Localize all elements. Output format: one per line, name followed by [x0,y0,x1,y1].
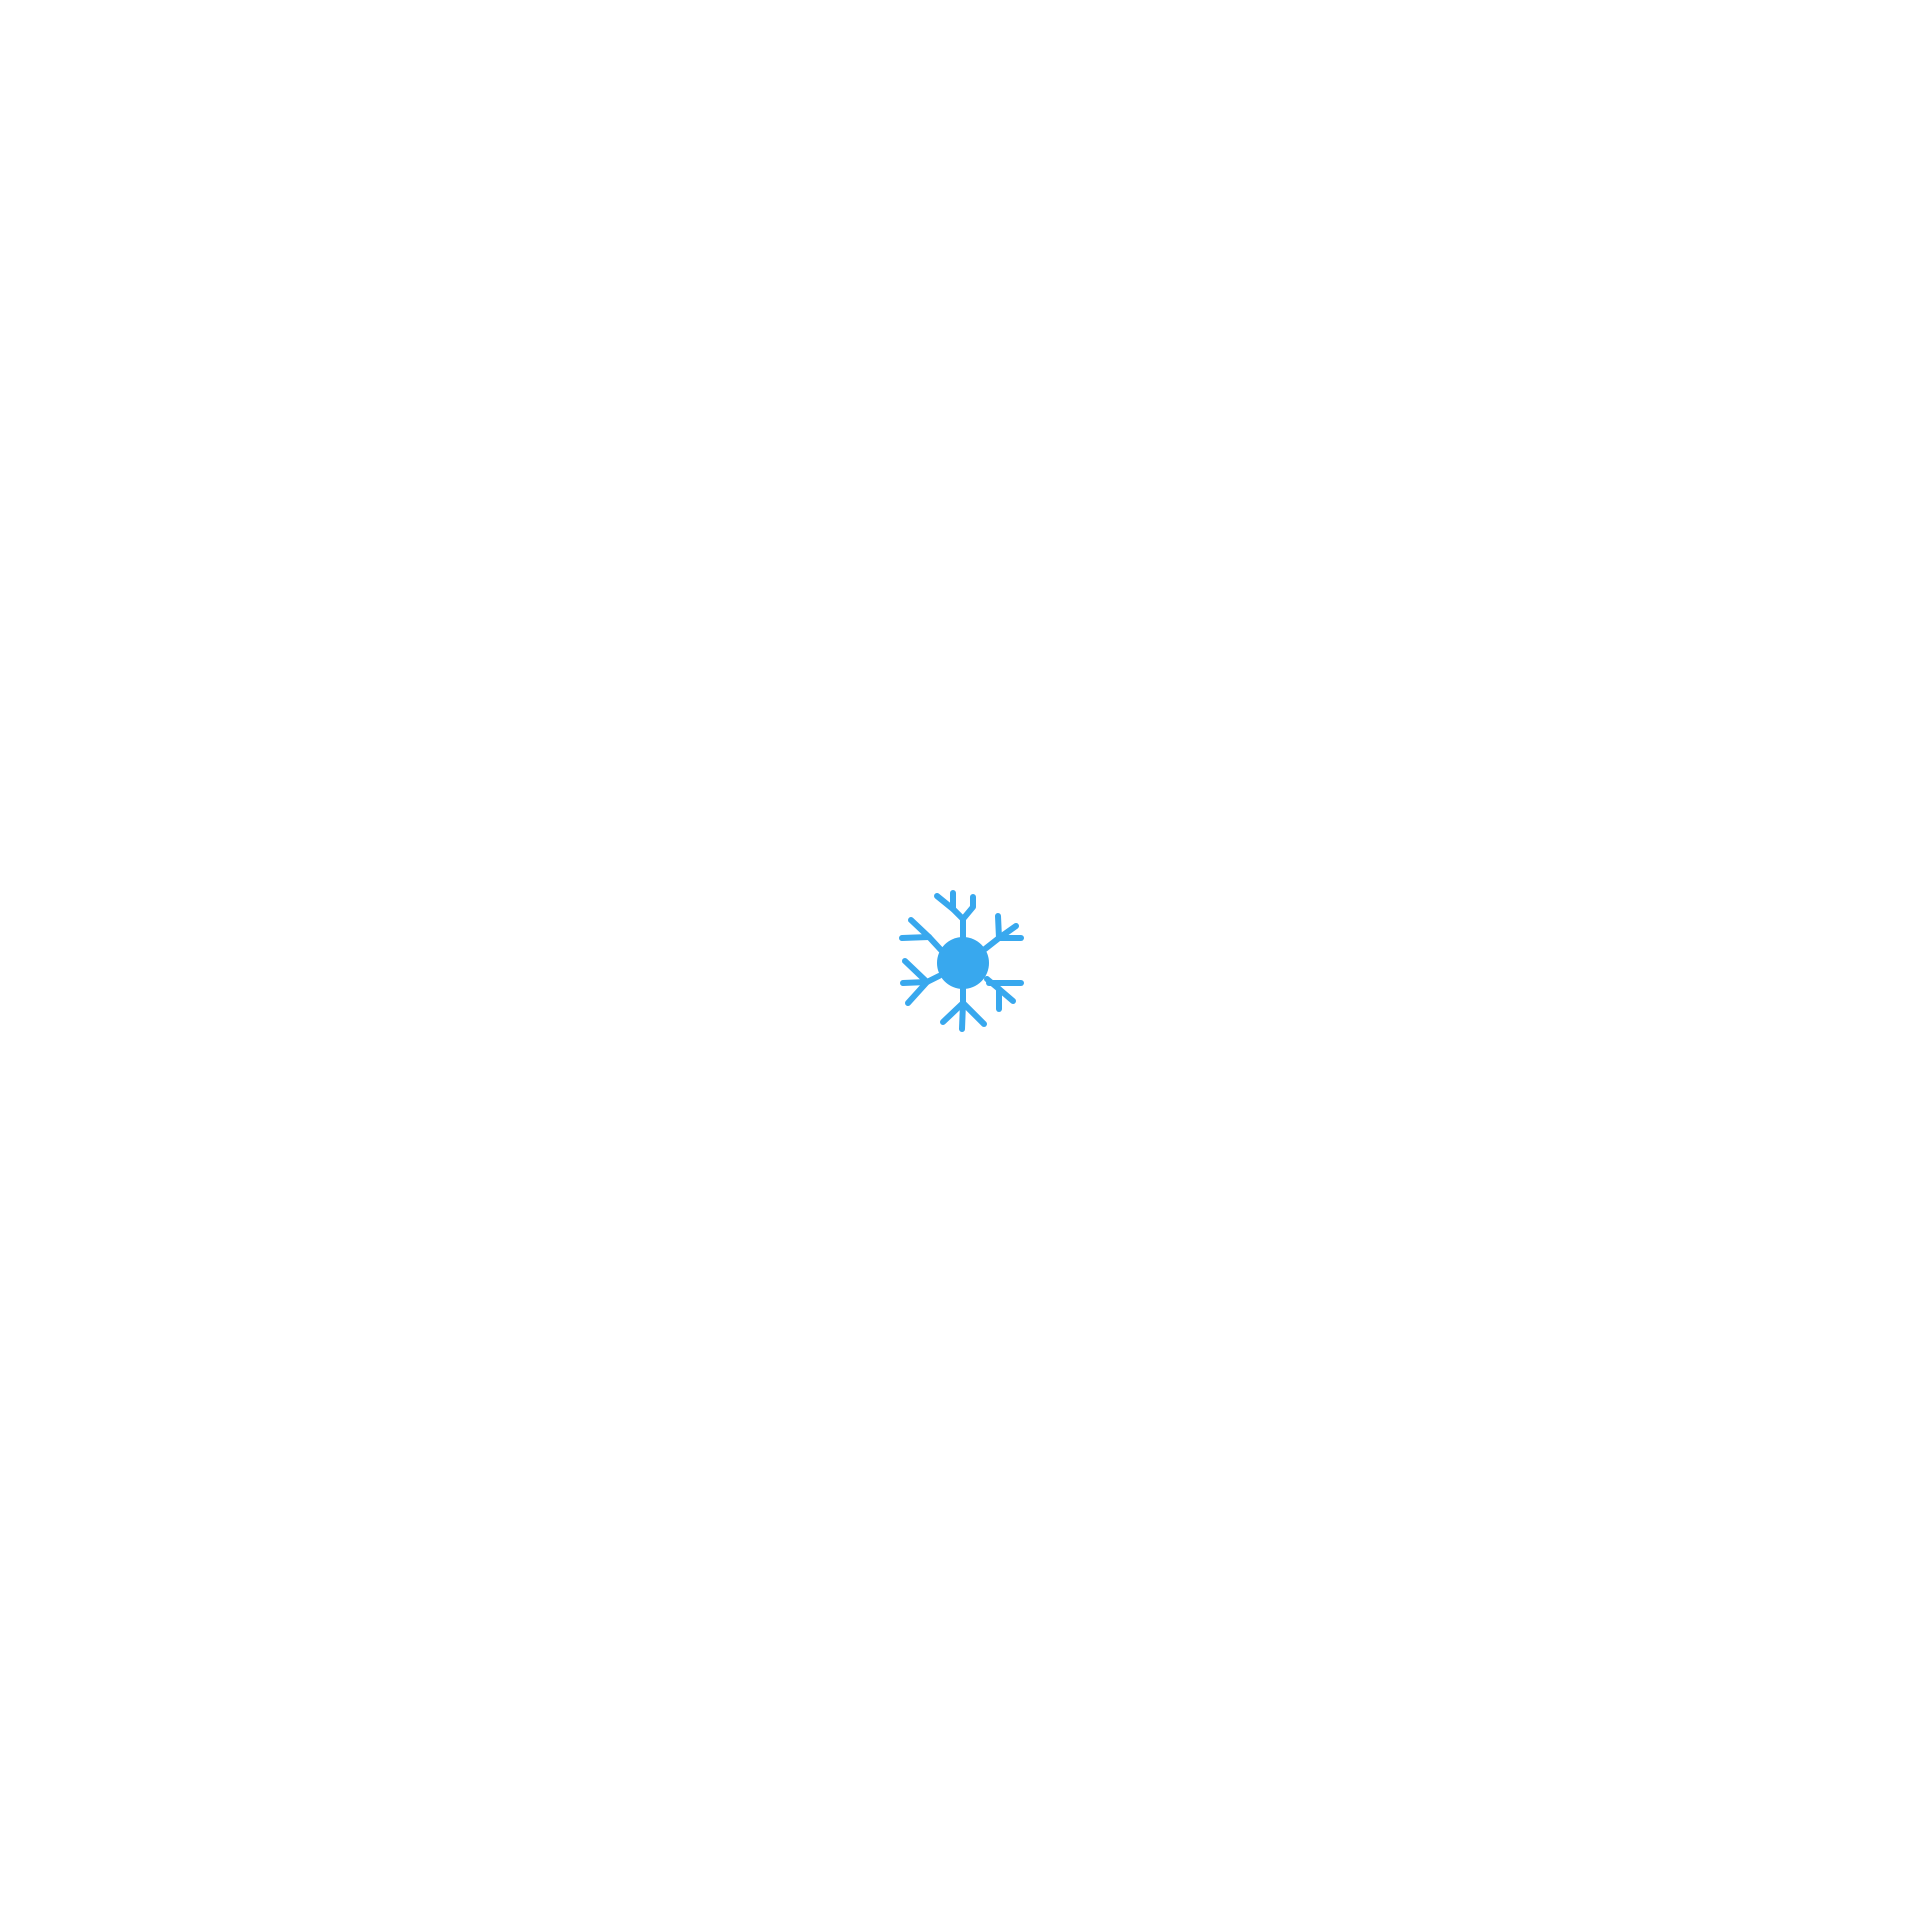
snowflake-branch [996,986,1016,1004]
snowflake-branch [934,893,956,912]
snowflake-hub [937,937,989,989]
snowflake-icon-graphic [899,890,1024,1032]
snowflake-branch [899,934,932,941]
snowflake-branch [940,1000,966,1025]
snowflake-branch [996,923,1019,941]
snowflake-branch [960,1000,987,1027]
snowflake-branch [905,979,930,1006]
snowflake-branch [902,958,930,985]
snowflake-icon [893,883,1033,1043]
snowflake-branch [960,894,976,922]
snowflake-branch [950,890,966,922]
snowflake-branch [995,913,1002,941]
snowflake-branch [959,1000,966,1032]
